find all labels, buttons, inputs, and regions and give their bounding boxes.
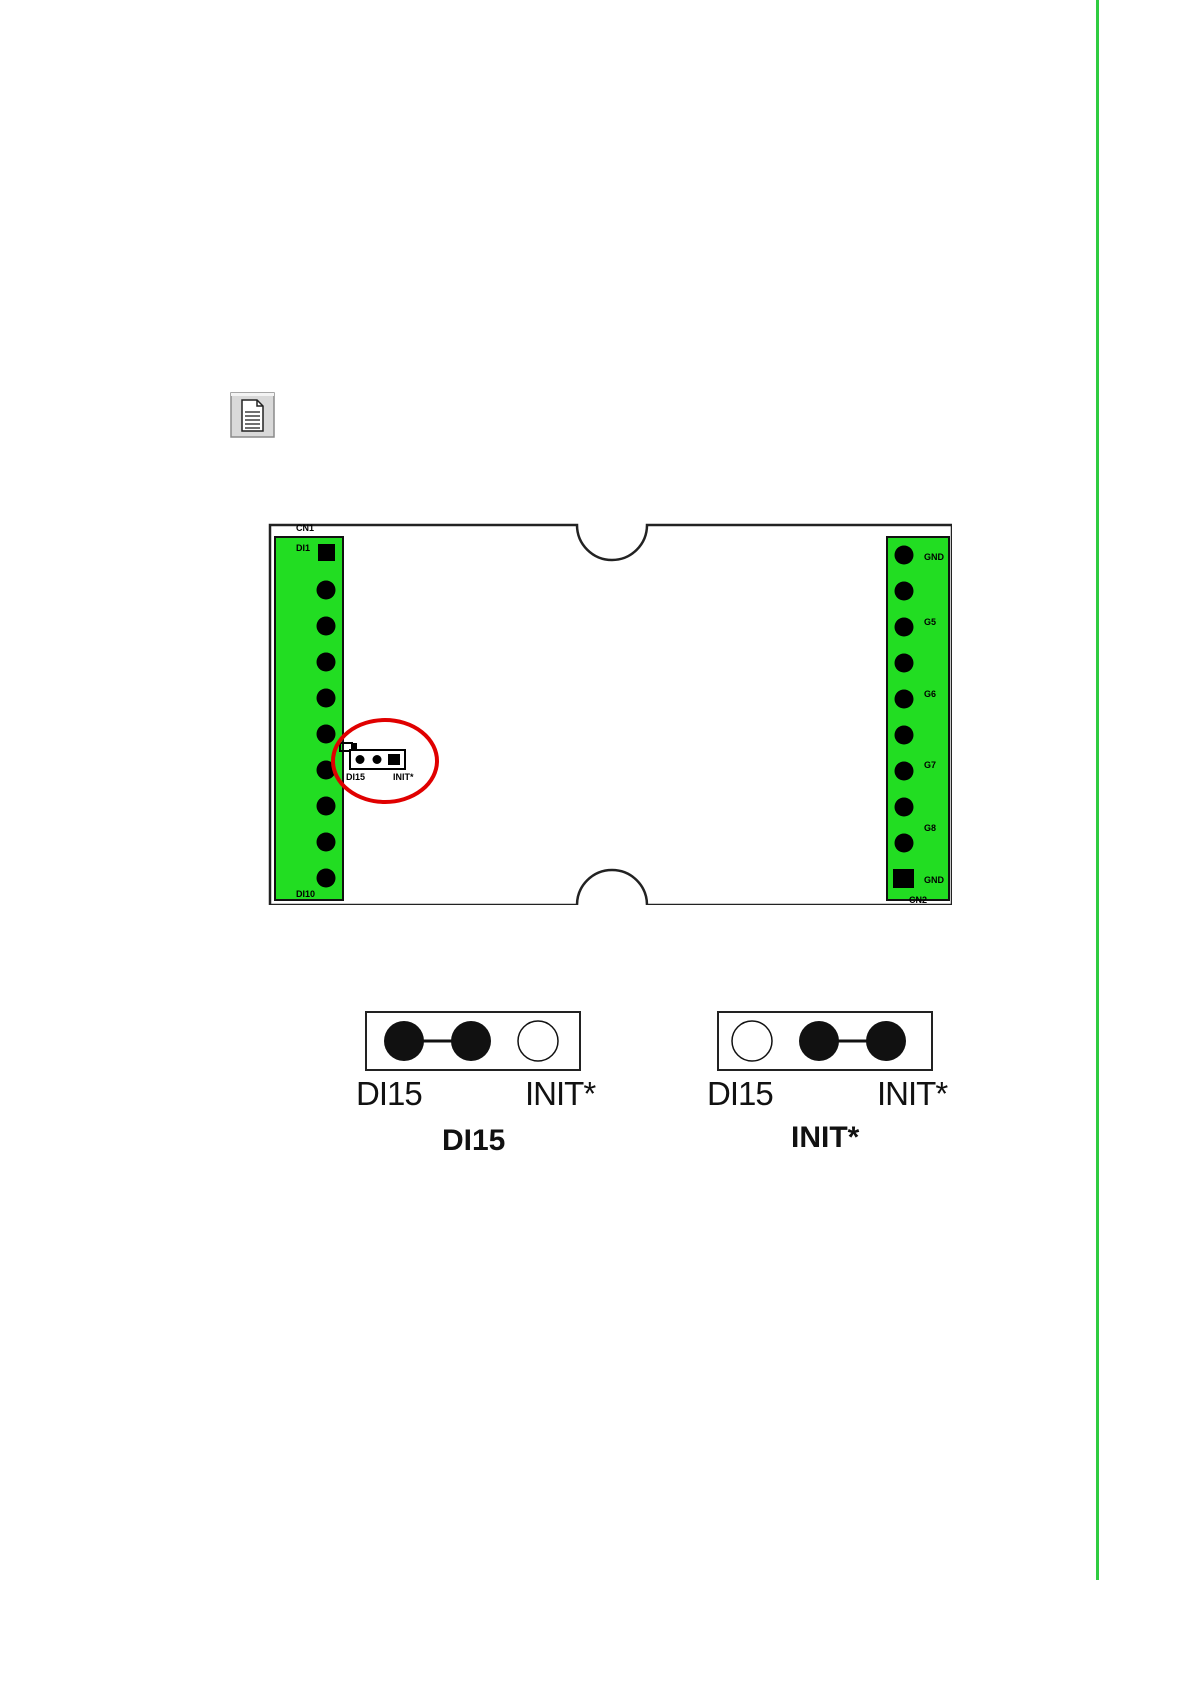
right-pin-label-2: G5 — [924, 617, 936, 627]
setting1-left-pin-label: DI15 — [356, 1075, 422, 1113]
pin-2-shorted — [451, 1021, 491, 1061]
right-pin-label-1: GND — [924, 552, 945, 562]
setting1-caption: DI15 — [442, 1124, 505, 1158]
page-side-rule — [1096, 0, 1099, 1580]
right-pin-label-3: G6 — [924, 689, 936, 699]
left-pin-square — [318, 544, 335, 561]
right-pin-square — [893, 869, 914, 888]
pin-3-open — [518, 1021, 558, 1061]
jumper-setting-di15 — [364, 1010, 624, 1072]
left-top-pin-label: DI1 — [296, 543, 310, 553]
setting2-right-pin-label: INIT* — [877, 1075, 947, 1113]
pin-3-shorted — [866, 1021, 906, 1061]
board-jumper-right-label: INIT* — [393, 772, 414, 782]
pin-1-shorted — [384, 1021, 424, 1061]
right-pin-label-5: G8 — [924, 823, 936, 833]
setting2-left-pin-label: DI15 — [707, 1075, 773, 1113]
note-document-icon — [230, 392, 275, 438]
right-connector-label: CN2 — [909, 895, 927, 905]
board-outline — [270, 525, 952, 905]
pin-1-open — [732, 1021, 772, 1061]
right-pin-label-6: GND — [924, 875, 945, 885]
left-bottom-pin-label: DI10 — [296, 889, 315, 899]
setting2-caption: INIT* — [791, 1121, 859, 1155]
pin-2-shorted — [799, 1021, 839, 1061]
left-pin-column — [317, 581, 336, 888]
setting1-right-pin-label: INIT* — [525, 1075, 595, 1113]
right-pin-label-4: G7 — [924, 760, 936, 770]
left-connector-label: CN1 — [296, 523, 314, 533]
jumper-setting-init — [716, 1010, 976, 1072]
board-jumper-left-label: DI15 — [346, 772, 365, 782]
right-pin-column — [895, 546, 914, 853]
board-layout-diagram: CN1 DI1 DI10 GND G — [268, 515, 952, 905]
